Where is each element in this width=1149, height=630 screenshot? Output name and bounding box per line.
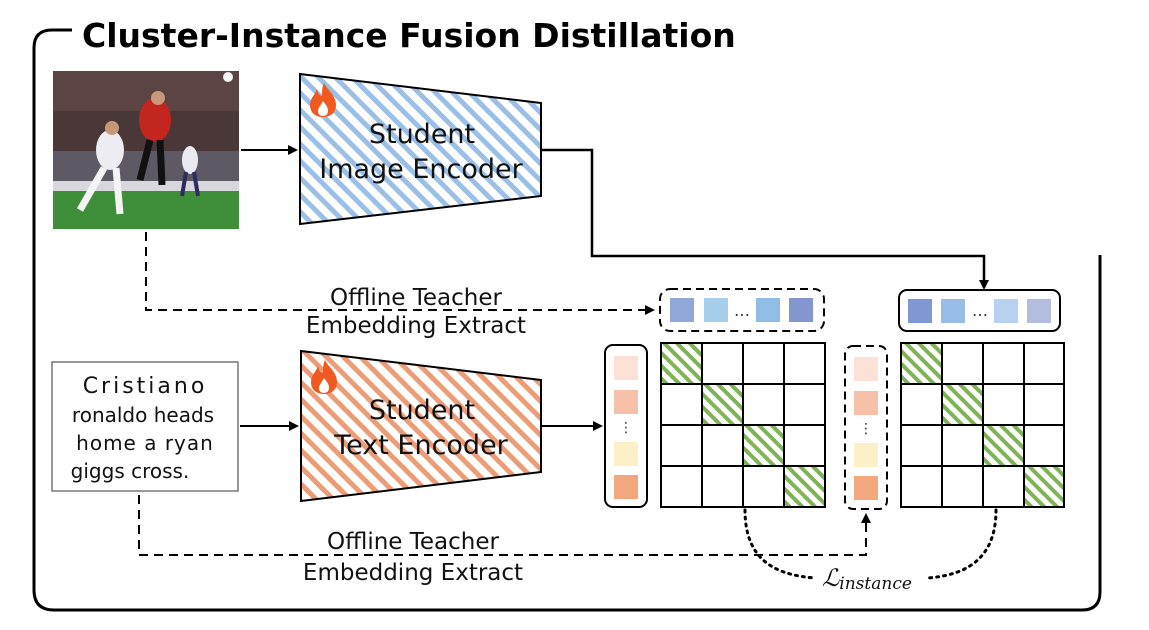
teacher-bottom-line1: Offline Teacher [327, 529, 500, 555]
teacher-bottom-line2: Embedding Extract [303, 560, 523, 586]
caption-line4: giggs cross. [71, 459, 190, 483]
ellipsis-text: … [972, 301, 988, 320]
student-text-encoder [300, 349, 542, 503]
vertical-ellipsis-text: ⋮ [619, 420, 633, 436]
loss-curve-left [743, 508, 817, 580]
diagram-title: Cluster-Instance Fusion Distillation [82, 16, 736, 55]
text-encoder-label-line2: Text Encoder [333, 430, 508, 461]
student-image-encoder [299, 72, 542, 226]
fire-icon [310, 83, 336, 117]
caption-line3: home a ryan [76, 431, 214, 455]
teacher-text-embedding: ⋮ [844, 345, 888, 510]
teacher-text-path [138, 495, 871, 556]
image-encoder-label-line1: Student [369, 119, 475, 150]
caption-line1: Cristiano [83, 374, 208, 399]
soccer-photo [53, 71, 239, 229]
vertical-ellipsis-text: ⋮ [859, 421, 873, 437]
similarity-matrix-left [660, 342, 826, 508]
fire-icon [311, 360, 337, 394]
image-encoder-label-line2: Image Encoder [319, 154, 523, 185]
ellipsis-text: … [734, 301, 750, 320]
loss-label: ℒinstance [822, 564, 912, 594]
caption-line2: ronaldo heads [72, 403, 214, 427]
student-text-embedding: ⋮ [604, 344, 648, 508]
teacher-top-line1: Offline Teacher [330, 285, 503, 311]
caption-box: Cristiano ronaldo heads home a ryan gigg… [51, 361, 239, 492]
image-embedding-path [541, 148, 989, 290]
similarity-matrix-right [900, 342, 1065, 508]
text-encoder-label-line1: Student [369, 395, 475, 426]
student-image-embedding: … [898, 289, 1061, 332]
outer-frame [32, 28, 1102, 612]
teacher-image-embedding: … [659, 288, 825, 332]
loss-curve-right [926, 508, 998, 580]
teacher-top-line2: Embedding Extract [306, 313, 526, 339]
teacher-image-path [145, 232, 655, 315]
